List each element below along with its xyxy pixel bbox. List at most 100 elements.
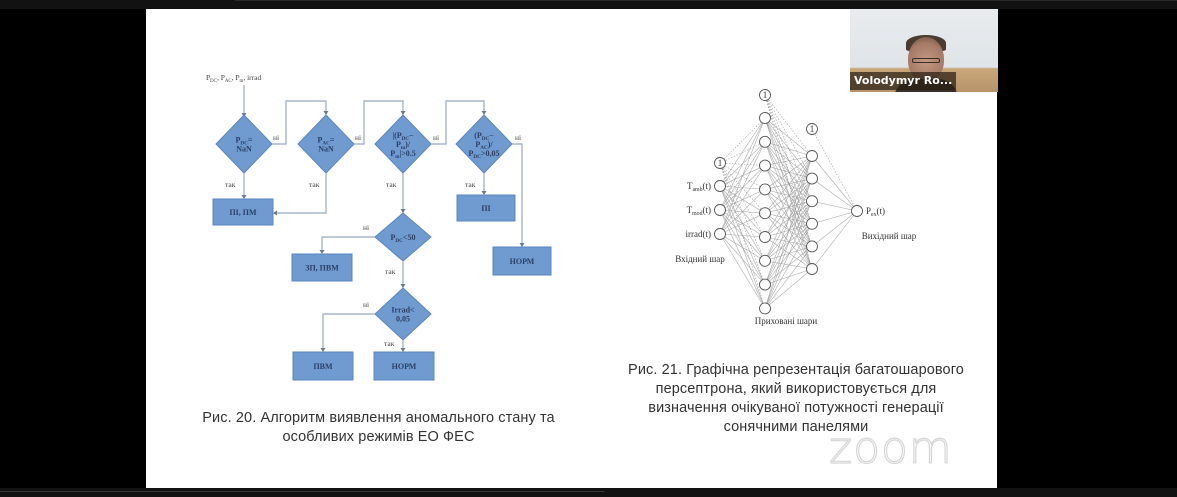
nn-bias-edge [719,162,766,309]
label-yes-d5: так [385,267,396,276]
label-no-d6: ні [363,300,369,309]
nn-edge [764,155,813,166]
nn-hidden2-node [806,263,818,275]
connector-d6-no [322,313,375,352]
figure-20-caption: Рис. 20. Алгоритм виявлення аномального … [186,409,571,447]
figure-21-caption-line4: сонячними панелями [723,419,869,435]
nn-hidden-layers-label: Приховані шари [755,316,818,326]
nn-edge [719,117,766,211]
nn-hidden1-node [759,207,771,220]
nn-edge [719,233,766,285]
bottom-bar-divider [0,491,605,492]
label-no-d4: ні [515,133,521,142]
nn-bias-edge [764,94,813,179]
nn-input-label: Tmod(t) [687,205,711,217]
nn-edge [764,189,813,202]
nn-hidden1-node [759,159,771,172]
connector-arrowhead [481,191,487,195]
participant-video-thumbnail[interactable]: Volodymyr Ro... [850,9,998,92]
nn-hidden2-node [806,195,818,208]
nn-edge [719,233,766,309]
figure-21-caption: Рис. 21. Графічна репрезентація багатоша… [606,361,986,437]
nn-hidden1-node [759,302,771,315]
outcome-zp-pvm-shape [291,253,353,282]
nn-edge [764,246,813,309]
nn-bias-hidden1-label: 1 [763,90,768,100]
nn-edge [764,141,813,247]
decision-ratio-gt-05-label-line1: |(PDC− [392,131,414,142]
decision-ratio-gt-005-label-line3: PDC>0,05 [469,149,500,160]
nn-bias-hidden2 [806,123,818,135]
nn-edge [764,223,813,309]
decision-ratio-gt-005-label-line2: PAC)/ [475,140,493,151]
figure-21-caption-line3: визначення очікуваної потужності генерац… [648,400,944,416]
decision-dc-nan-label-line1: PDC= [236,136,253,147]
nn-bias-edge [764,94,813,157]
nn-edge [764,246,813,262]
nn-input-node [714,204,726,216]
nn-edge [764,165,813,247]
nn-bias-input-label: 1 [718,158,723,168]
outcome-pi-shape [456,194,516,222]
nn-edge [764,155,813,285]
nn-bias-edge [811,128,858,212]
nn-edge [811,210,858,270]
nn-edge [764,236,813,247]
zoom-top-bar [0,0,1177,9]
label-yes-d2: так [309,180,320,189]
nn-edge [764,213,813,270]
nn-hidden1-node [759,278,771,291]
decision-irrad-lt-005-label-line2: 0,05 [396,315,410,324]
outcome-zp-pvm-label: ЗП, ПВМ [305,264,339,273]
nn-edge [719,117,766,187]
connector-arrowhead [400,284,406,288]
connector-d2-yes [273,173,327,214]
nn-edge [764,260,813,270]
decision-irrad-lt-005-label-line1: Irrad< [391,306,415,315]
nn-edge [764,117,813,202]
nn-edge [764,165,813,179]
connector-d4-no [512,143,523,247]
label-yes-d6: так [384,339,395,348]
nn-hidden1-node [759,254,771,267]
nn-hidden2-node [806,172,818,185]
nn-input-layer-label: Вхідний шар [675,254,725,264]
nn-input-node [714,180,726,192]
outcome-pvm-label: ПВМ [313,362,333,371]
figure-20-caption-line2: особливих режимів ЕО ФЕС [282,429,475,445]
connector-arrowhead [400,111,406,115]
connector-d1-no [272,100,327,145]
connector-d5-no [321,236,375,254]
label-yes-d1: так [225,180,236,189]
outcome-norm-1-shape [492,246,552,276]
outcome-norm-1-label: НОРМ [510,257,535,266]
label-no-d3: ні [433,133,439,142]
nn-edge [764,141,813,270]
nn-hidden2-node [806,240,818,253]
zoom-bottom-bar [0,488,1177,497]
nn-edge [719,189,766,235]
nn-hidden1-node [759,112,771,124]
outcome-pi-label: ПІ [481,204,490,213]
nn-edge [764,236,813,270]
nn-edge [764,178,813,214]
nn-edge [811,210,858,247]
nn-bias-hidden2-label: 1 [810,124,815,134]
nn-edge [764,141,813,202]
nn-edge [719,233,766,262]
nn-bias-edge [764,94,813,202]
connector-arrowhead [273,210,277,216]
nn-hidden1-node [759,135,771,148]
top-bar-divider [235,0,1177,1]
nn-edge [811,178,858,212]
nn-output-node [851,205,863,217]
nn-edge [764,178,813,309]
nn-hidden2-node [806,150,818,162]
figure-21-caption-line2: персептрона, який використовується для [655,381,937,397]
nn-bias-edge [764,94,813,270]
nn-input-label: irrad(t) [686,229,711,239]
nn-edge [764,189,813,225]
nn-edge [811,200,858,212]
participant-name-tag: Volodymyr Ro... [850,72,957,90]
nn-bias-input [714,157,726,169]
